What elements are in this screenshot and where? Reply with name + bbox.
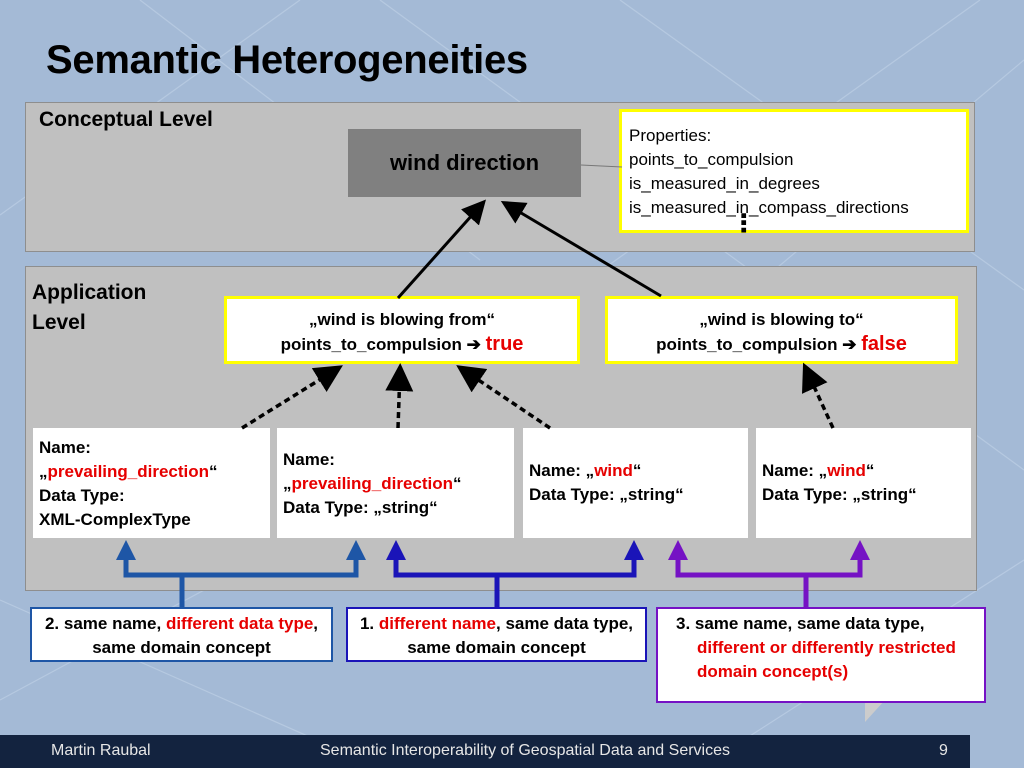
schema-box-2: Name: „prevailing_direction“ Data Type: … <box>277 428 514 538</box>
properties-heading: Properties: <box>629 126 712 145</box>
concept-box-wind-direction: wind direction <box>348 129 581 197</box>
schema-box-1: Name: „prevailing_direction“ Data Type: … <box>33 428 270 538</box>
footer-bar: Martin Raubal Semantic Interoperability … <box>0 735 970 768</box>
category-box-2: 2. same name, different data type, same … <box>30 607 333 662</box>
footer-course: Semantic Interoperability of Geospatial … <box>320 742 730 759</box>
implies-arrow-icon: ➔ <box>842 335 857 354</box>
property-item: is_measured_in_compass_directions <box>629 198 909 217</box>
footer-author: Martin Raubal <box>51 742 151 759</box>
property-item: is_measured_in_degrees <box>629 174 820 193</box>
category-box-1: 1. different name, same data type, same … <box>346 607 647 662</box>
application-level-label: Application Level <box>32 281 147 334</box>
implies-arrow-icon: ➔ <box>466 335 481 354</box>
schema-box-4: Name: „wind“ Data Type: „string“ <box>756 428 971 538</box>
more-properties-ellipsis: ⠇ <box>738 210 758 240</box>
interpretation-phrase: „wind is blowing to“ <box>699 310 864 329</box>
category-box-3: 3. same name, same data type, different … <box>656 607 986 703</box>
interpretation-phrase: „wind is blowing from“ <box>308 310 496 329</box>
value-false: false <box>861 333 907 355</box>
property-item: points_to_compulsion <box>629 150 794 169</box>
interpretation-box-to: „wind is blowing to“ points_to_compulsio… <box>605 296 958 364</box>
footer-page-number: 9 <box>939 742 948 759</box>
value-true: true <box>485 333 524 355</box>
properties-box: Properties: points_to_compulsion is_meas… <box>619 109 969 233</box>
interpretation-box-from: „wind is blowing from“ points_to_compuls… <box>224 296 580 364</box>
schema-box-3: Name: „wind“ Data Type: „string“ <box>523 428 748 538</box>
interpretation-property: points_to_compulsion ➔ false <box>656 333 907 355</box>
page-title: Semantic Heterogeneities <box>46 38 528 82</box>
interpretation-property: points_to_compulsion ➔ true <box>280 333 524 355</box>
conceptual-level-label: Conceptual Level <box>39 108 213 131</box>
